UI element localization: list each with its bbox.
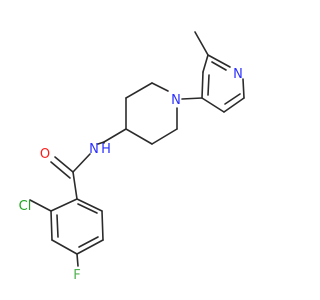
amide-hydrogen-label: H: [101, 142, 111, 157]
bond-bz-c3-c4: [51, 239, 78, 255]
bond-py-c2-inner: [211, 61, 227, 71]
bond-pip-n-c2: [151, 82, 169, 92]
bond-c-cl: [29, 199, 52, 212]
bond-py-c5-inner: [224, 93, 241, 105]
bond-pip-c4-c5: [125, 128, 153, 145]
fluorine-label: F: [73, 268, 80, 283]
bond-py-c5-c4: [201, 97, 225, 113]
bond-py-c2-n: [207, 54, 231, 68]
pyridine-nitrogen-label: N: [233, 67, 243, 82]
piperidine-ring: [125, 82, 178, 145]
piperidine-nitrogen-label: N: [171, 93, 181, 108]
bond-bz-c2-inner: [56, 214, 59, 238]
bond-py-c3-c2: [202, 54, 209, 73]
bond-bz-c6-c1: [76, 198, 103, 212]
bond-py-c3-inner: [207, 74, 210, 96]
bond-c-f: [76, 253, 79, 267]
bond-pip-c5-c6: [151, 128, 178, 145]
bond-methyl: [194, 31, 209, 56]
bond-aryl-piperidine: [181, 97, 203, 100]
bond-bz-c5-c6: [101, 210, 104, 241]
bond-n-carbonyl: [72, 153, 91, 173]
bond-carbonyl-o: [54, 156, 74, 173]
pyridine-ring: [201, 54, 245, 113]
bond-py-c6-c5: [223, 97, 245, 113]
bond-pip-c2-c3: [125, 82, 153, 99]
background: [0, 0, 300, 300]
molecule-structure: N N N H O Cl F: [0, 0, 300, 300]
bond-ch2-n: [97, 141, 105, 145]
bond-py-n-c6: [242, 78, 245, 99]
chlorine-label: Cl: [19, 199, 32, 214]
bond-py-c4-c3: [201, 71, 204, 99]
bond-bz-c1-c2: [50, 198, 78, 212]
bond-bz-c6-inner: [77, 203, 98, 214]
bond-bz-c4-inner: [78, 236, 99, 248]
bond-c4-ch2: [103, 128, 127, 143]
bond-carbonyl-o-double: [50, 161, 71, 179]
carbonyl-oxygen-label: O: [40, 147, 50, 162]
bond-bz-c4-c5: [76, 239, 104, 255]
benzene-ring: [50, 198, 104, 255]
bond-bz-c2-c3: [50, 210, 53, 241]
bond-carbonyl-ring: [72, 171, 78, 200]
amide-nitrogen-label: N: [89, 142, 99, 157]
